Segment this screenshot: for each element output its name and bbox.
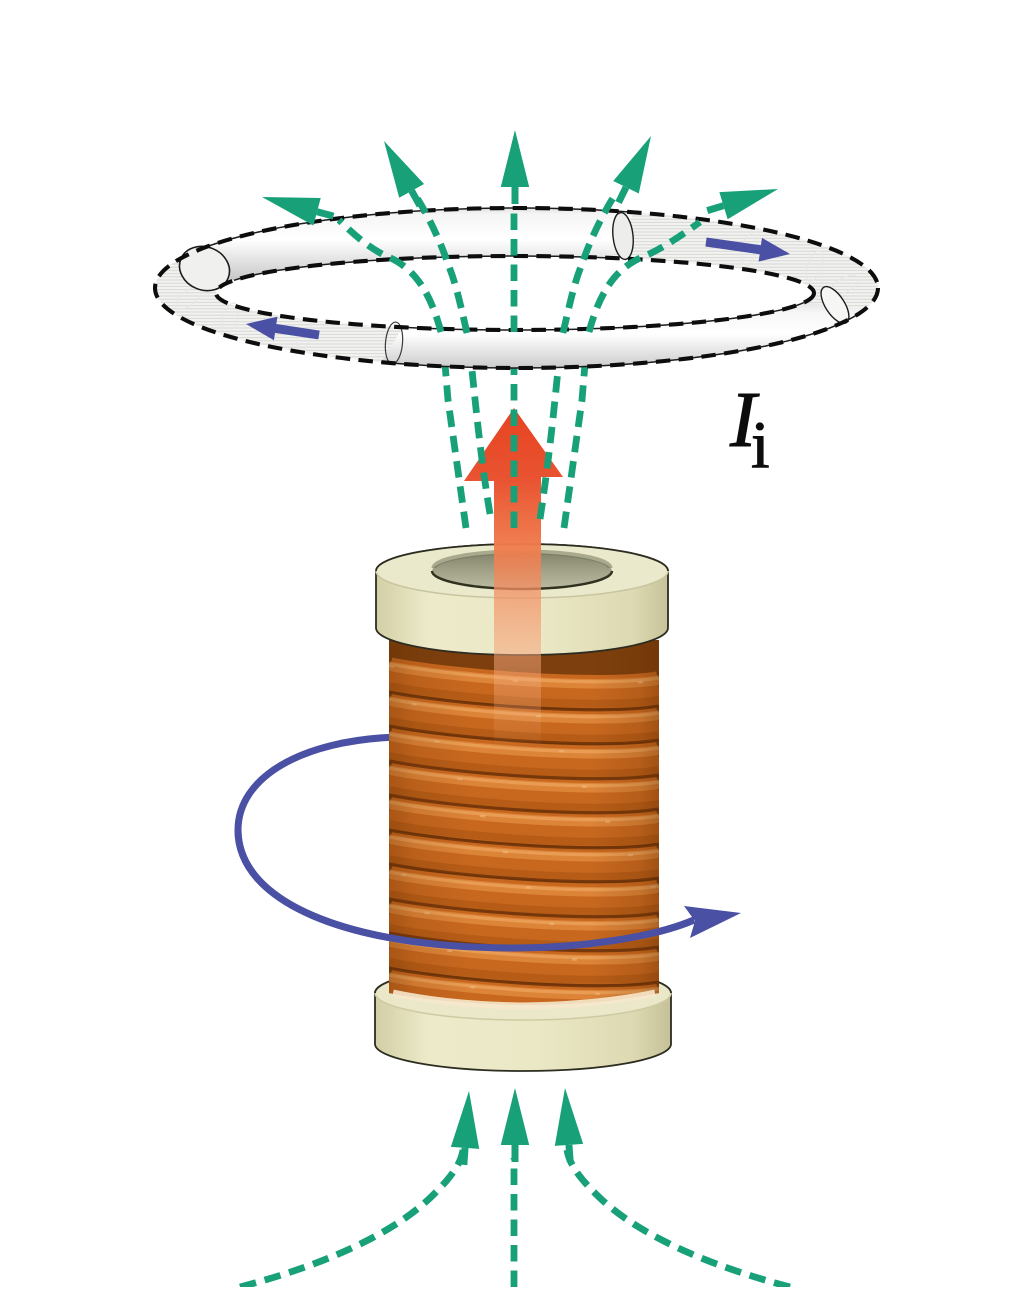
svg-text:i: i <box>751 408 770 482</box>
svg-text:I: I <box>729 377 760 464</box>
